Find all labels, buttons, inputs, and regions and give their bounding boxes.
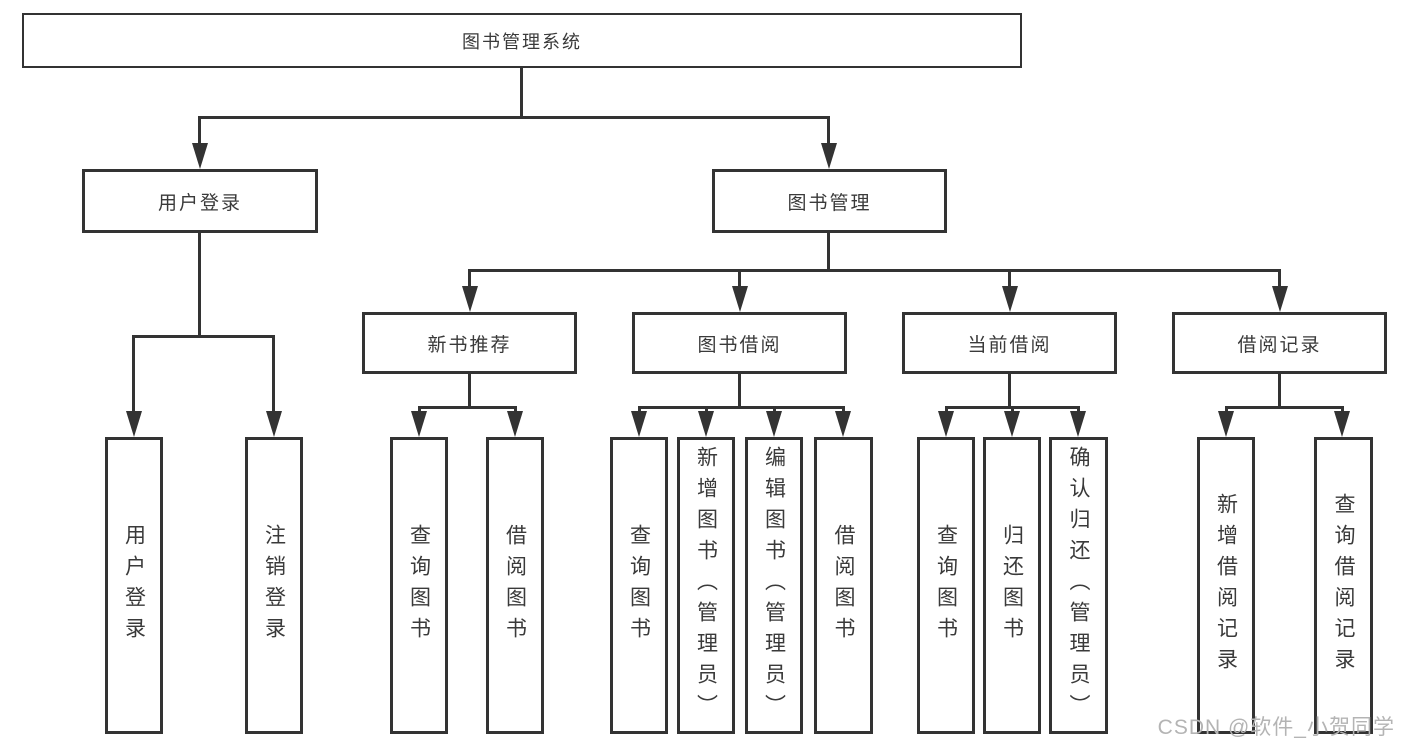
leaf-recommend-borrow-books-label: 借阅图书 bbox=[503, 523, 527, 648]
leaf-records-add-record-label: 新增借阅记录 bbox=[1214, 492, 1238, 679]
arrowhead-down-icon bbox=[835, 411, 851, 437]
node-book-management: 图书管理 bbox=[712, 169, 947, 233]
connector-line bbox=[827, 116, 830, 146]
leaf-borrow-edit-books-admin: 编辑图书（管理员） bbox=[745, 437, 803, 734]
leaf-borrow-add-books-admin: 新增图书（管理员） bbox=[677, 437, 735, 734]
arrowhead-down-icon bbox=[462, 286, 478, 312]
connector-line bbox=[738, 269, 741, 291]
node-borrow-records-label: 借阅记录 bbox=[1237, 334, 1322, 356]
leaf-current-confirm-return-admin: 确认归还（管理员） bbox=[1049, 437, 1108, 734]
connector-line bbox=[418, 406, 516, 409]
node-user-login: 用户登录 bbox=[82, 169, 318, 233]
connector-line bbox=[133, 335, 274, 338]
arrowhead-down-icon bbox=[266, 411, 282, 437]
node-user-login-label: 用户登录 bbox=[157, 192, 242, 214]
leaf-records-query-record-label: 查询借阅记录 bbox=[1332, 492, 1355, 679]
connector-line bbox=[1278, 269, 1281, 291]
leaf-current-return-books: 归还图书 bbox=[983, 437, 1041, 734]
leaf-recommend-query-books-label: 查询图书 bbox=[407, 523, 431, 648]
arrowhead-down-icon bbox=[1070, 411, 1086, 437]
arrowhead-down-icon bbox=[631, 411, 647, 437]
leaf-user-login: 用户登录 bbox=[105, 437, 163, 734]
arrowhead-down-icon bbox=[1334, 411, 1350, 437]
connector-line bbox=[1008, 374, 1011, 408]
arrowhead-down-icon bbox=[1002, 286, 1018, 312]
arrowhead-down-icon bbox=[126, 411, 142, 437]
node-book-management-label: 图书管理 bbox=[787, 192, 872, 214]
node-book-borrow: 图书借阅 bbox=[632, 312, 847, 374]
leaf-user-login-label: 用户登录 bbox=[122, 523, 146, 648]
connector-line bbox=[1278, 374, 1281, 408]
connector-line bbox=[520, 68, 523, 118]
arrowhead-down-icon bbox=[507, 411, 523, 437]
leaf-borrow-query-books-label: 查询图书 bbox=[627, 523, 651, 648]
connector-line bbox=[827, 233, 830, 271]
node-new-book-recommend-label: 新书推荐 bbox=[427, 334, 512, 356]
connector-line bbox=[132, 335, 135, 415]
leaf-borrow-borrow-books-label: 借阅图书 bbox=[832, 523, 855, 648]
connector-line bbox=[272, 335, 275, 415]
connector-line bbox=[198, 233, 201, 337]
arrowhead-down-icon bbox=[821, 143, 837, 169]
connector-line bbox=[468, 269, 471, 291]
connector-line bbox=[1225, 406, 1344, 409]
leaf-current-confirm-return-admin-label: 确认归还（管理员） bbox=[1067, 446, 1090, 725]
node-current-borrow-label: 当前借阅 bbox=[967, 334, 1052, 356]
arrowhead-down-icon bbox=[192, 143, 208, 169]
leaf-borrow-add-books-admin-label: 新增图书（管理员） bbox=[694, 446, 718, 725]
node-new-book-recommend: 新书推荐 bbox=[362, 312, 577, 374]
leaf-current-return-books-label: 归还图书 bbox=[1000, 523, 1024, 648]
arrowhead-down-icon bbox=[938, 411, 954, 437]
node-root-label: 图书管理系统 bbox=[462, 31, 582, 52]
connector-line bbox=[199, 116, 830, 119]
leaf-records-add-record: 新增借阅记录 bbox=[1197, 437, 1255, 734]
leaf-recommend-query-books: 查询图书 bbox=[390, 437, 448, 734]
leaf-borrow-edit-books-admin-label: 编辑图书（管理员） bbox=[762, 446, 786, 725]
arrowhead-down-icon bbox=[732, 286, 748, 312]
arrowhead-down-icon bbox=[1272, 286, 1288, 312]
arrowhead-down-icon bbox=[766, 411, 782, 437]
connector-line bbox=[638, 406, 844, 409]
connector-line bbox=[469, 269, 1280, 272]
leaf-current-query-books: 查询图书 bbox=[917, 437, 975, 734]
connector-line bbox=[1008, 269, 1011, 291]
leaf-logout: 注销登录 bbox=[245, 437, 303, 734]
leaf-borrow-query-books: 查询图书 bbox=[610, 437, 668, 734]
node-root: 图书管理系统 bbox=[22, 13, 1022, 68]
connector-line bbox=[198, 116, 201, 146]
node-book-borrow-label: 图书借阅 bbox=[697, 334, 782, 356]
arrowhead-down-icon bbox=[698, 411, 714, 437]
leaf-records-query-record: 查询借阅记录 bbox=[1314, 437, 1373, 734]
leaf-recommend-borrow-books: 借阅图书 bbox=[486, 437, 544, 734]
connector-line bbox=[738, 374, 741, 408]
node-current-borrow: 当前借阅 bbox=[902, 312, 1117, 374]
arrowhead-down-icon bbox=[1218, 411, 1234, 437]
node-borrow-records: 借阅记录 bbox=[1172, 312, 1387, 374]
leaf-borrow-borrow-books: 借阅图书 bbox=[814, 437, 873, 734]
arrowhead-down-icon bbox=[411, 411, 427, 437]
leaf-logout-label: 注销登录 bbox=[262, 523, 286, 648]
watermark: CSDN @软件_小贺同学 bbox=[1157, 716, 1395, 739]
leaf-current-query-books-label: 查询图书 bbox=[934, 523, 958, 648]
arrowhead-down-icon bbox=[1004, 411, 1020, 437]
connector-line bbox=[468, 374, 471, 408]
